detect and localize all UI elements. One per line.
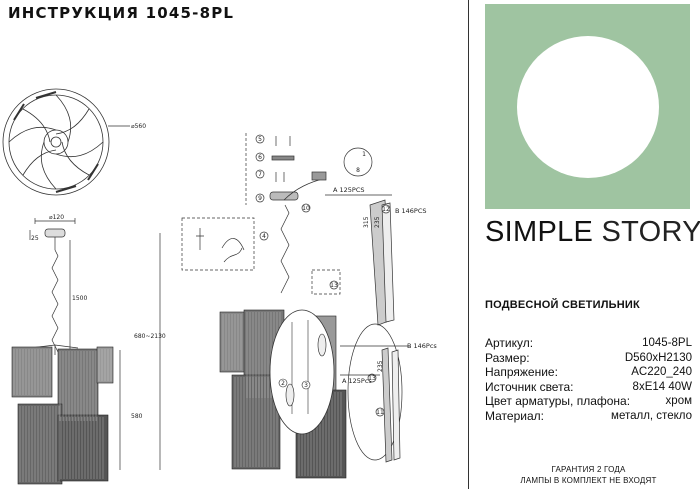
spec-value: 1045-8PL [642,337,692,349]
top-view [2,88,130,196]
spec-label: Размер: [485,350,530,365]
chandelier-side-body [11,346,114,485]
dim-315: 315 [363,216,370,228]
step-marker: 6 [258,154,262,161]
step-marker: 13 [330,282,338,289]
dim-235: 235 [374,216,381,228]
spec-list: Артикул: 1045-8PL Размер: D560xH2130 Напря… [485,336,692,424]
product-type: ПОДВЕСНОЙ СВЕТИЛЬНИК [485,299,640,311]
step-marker: 2 [281,380,285,387]
spec-label: Материал: [485,408,544,423]
spec-row: Напряжение: AC220_240 [485,365,692,380]
spec-row: Размер: D560xH2130 [485,351,692,366]
label-a: A 125PCS [333,186,365,194]
spec-label: Цвет арматуры, плафона: [485,394,631,409]
step-marker: 8 [356,167,360,174]
brand-logo: SIMPLE STORY [485,216,700,249]
step-marker: 1 [362,151,366,158]
brand-part1: SIMPLE [485,216,594,248]
assembly-drawing: ⌀560 ⌀120 25 1500 680~2130 580 [2,88,437,485]
spec-row: Источник света: 8xE14 40W [485,380,692,395]
brand-part2: STORY [601,216,700,248]
dim-235-lower: 235 [377,360,384,372]
spec-label: Напряжение: [485,365,558,380]
total-height-label: 680~2130 [134,333,166,340]
spec-label: Артикул: [485,336,534,350]
page-title: ИНСТРУКЦИЯ 1045-8PL [8,4,235,22]
spec-value: AC220_240 [631,366,692,379]
step-marker: 9 [258,195,262,202]
diameter-label: ⌀560 [131,123,146,130]
spec-value: D560xH2130 [624,351,692,364]
label-b: B 146PCS [395,207,427,215]
spec-value: 8xE14 40W [632,380,692,393]
step-marker: 4 [262,233,266,240]
step-marker: 10 [302,205,310,212]
canopy-width-label: ⌀120 [49,214,64,221]
step-marker: 13 [368,375,376,382]
step-marker: 3 [304,382,308,389]
body-height-label: 580 [131,413,143,420]
chain-length-label: 1500 [72,295,87,302]
crystal-strip-detail [325,194,410,463]
spec-row: Цвет арматуры, плафона: хром [485,394,692,409]
label-b-small: B 146Pcs [407,342,437,350]
spec-label: Источник света: [485,379,574,394]
moon-circle [517,36,659,178]
bulbs-note: ЛАМПЫ В КОМПЛЕКТ НЕ ВХОДЯТ [520,476,657,485]
assembled-chandelier [219,309,347,479]
canopy-height-label: 25 [31,235,39,242]
step-marker: 5 [258,136,262,143]
spec-value: металл, стекло [611,409,692,422]
side-view [29,218,161,470]
vertical-divider [468,0,469,489]
spec-row: Материал: металл, стекло [485,409,692,424]
step-marker: 12 [382,206,390,213]
label-a-small: A 125Pcs [342,377,372,385]
spec-value: хром [665,395,692,408]
step-marker: 11 [376,409,384,416]
color-swatch [485,4,690,209]
spec-row: Артикул: 1045-8PL [485,336,692,351]
exploded-assembly [181,133,373,295]
step-marker: 7 [258,171,262,178]
warranty-text: ГАРАНТИЯ 2 ГОДА [551,465,626,474]
